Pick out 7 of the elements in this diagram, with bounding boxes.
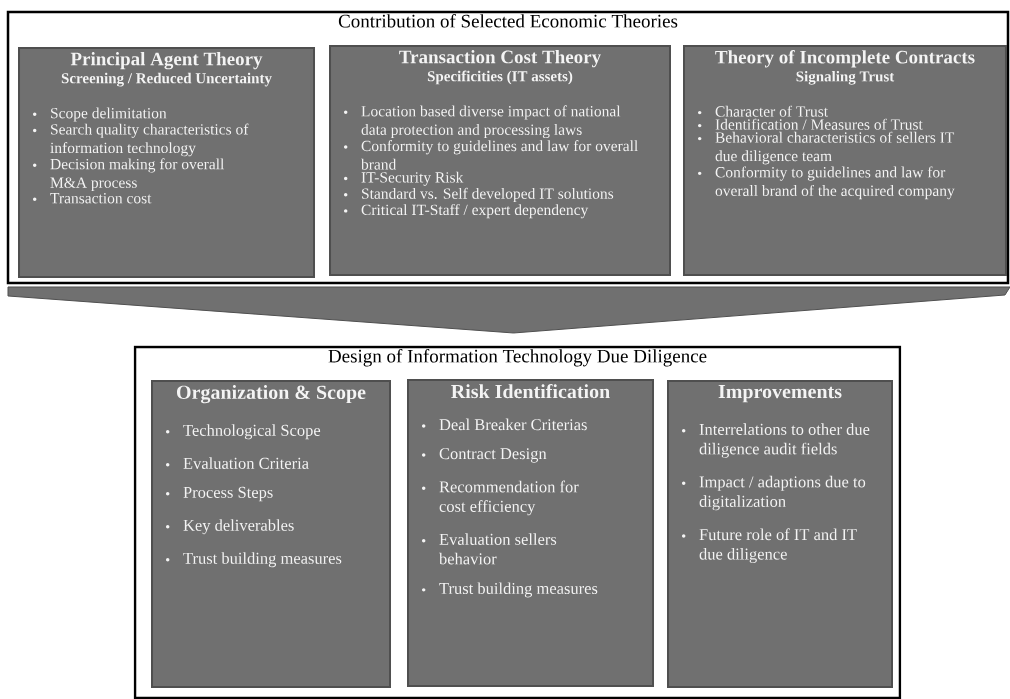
theory-box: Transaction Cost Theory Specificities (IT assets) Location based diverse impact of national data protection and processing laws Conformity to guidelines and law for overall brand IT-Security Risk Standard vs. Self developed IT solutions Critical IT-Staff / expert dependency: [329, 45, 671, 276]
category-box: Organization & Scope Technological Scope Evaluation Criteria Process Steps Key deliverables Trust building measures: [151, 380, 391, 688]
funnel-arrow: [7, 286, 1010, 334]
category-box: Risk Identification Deal Breaker Criterias Contract Design Recommendation for cost efficiency Evaluation sellers behavior Trust building measures: [407, 379, 654, 687]
theory-box: Principal Agent Theory Screening / Reduced Uncertainty Scope delimitation Search quality characteristics of information technology Decision making for overall M&A process Transaction cost: [18, 47, 315, 278]
theory-box: Theory of Incomplete Contracts Signaling Trust Character of Trust Identification / Measures of Trust Behavioral characteristics of sellers IT due diligence team Conformity to guidelines and law for overall brand of the acquired company: [683, 45, 1007, 276]
category-box: Improvements Interrelations to other due diligence audit fields Impact / adaptions due to digitalization Future role of IT and IT due diligence: [667, 380, 893, 688]
